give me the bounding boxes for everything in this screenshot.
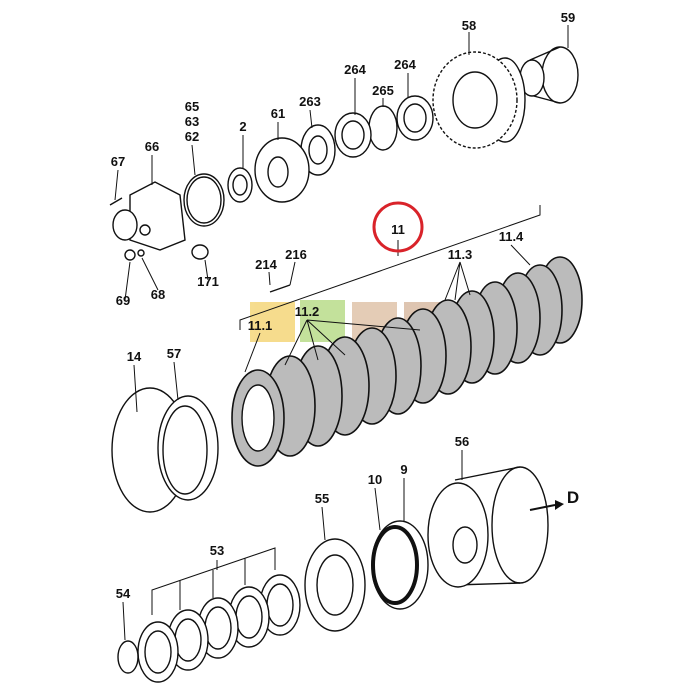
label-11-3: 11.3 — [448, 247, 473, 262]
label-265: 265 — [372, 83, 394, 98]
label-2: 2 — [239, 119, 246, 134]
label-216: 216 — [285, 247, 307, 262]
part-57-plate — [157, 395, 219, 501]
label-10: 10 — [368, 472, 382, 487]
highlight-circle — [372, 201, 424, 253]
leader-lines — [114, 25, 569, 641]
label-264a: 264 — [344, 62, 366, 77]
part-171-fitting — [191, 244, 209, 260]
part-53-plates — [137, 574, 301, 683]
clutch-discs — [231, 256, 583, 467]
label-direction-d: D — [567, 488, 579, 507]
part-67-pin — [109, 197, 123, 206]
part-55-piston — [304, 538, 366, 632]
label-11-2: 11.2 — [295, 304, 320, 319]
group-bracket-53 — [151, 547, 276, 615]
label-9: 9 — [400, 462, 407, 477]
direction-arrow — [529, 504, 556, 511]
label-65: 65 — [185, 99, 199, 114]
part-59-bushing — [519, 46, 579, 104]
label-55: 55 — [315, 491, 329, 506]
label-53: 53 — [210, 543, 224, 558]
label-11-1: 11.1 — [248, 318, 273, 333]
label-63: 63 — [185, 114, 199, 129]
label-14: 14 — [127, 349, 142, 364]
label-171: 171 — [197, 274, 219, 289]
part-264-needle-bearing-b — [396, 95, 434, 141]
callout-labels: 58 59 264 265 264 263 61 2 65 63 62 66 6… — [111, 10, 579, 601]
label-62: 62 — [185, 129, 199, 144]
part-2-seal — [227, 167, 253, 203]
label-11-4: 11.4 — [499, 229, 524, 244]
label-59: 59 — [561, 10, 575, 25]
upper-assembly — [109, 46, 579, 293]
part-61-pump — [254, 137, 310, 203]
label-68: 68 — [151, 287, 165, 302]
label-56: 56 — [455, 434, 469, 449]
label-66: 66 — [145, 139, 159, 154]
label-264b: 264 — [394, 57, 416, 72]
part-265-ring — [368, 105, 398, 151]
label-61: 61 — [271, 106, 285, 121]
label-214: 214 — [255, 257, 277, 272]
part-264-needle-bearing-a — [334, 112, 372, 158]
group-bracket-11 — [239, 205, 541, 330]
part-66-housing — [112, 181, 186, 251]
part-62-o-ring — [183, 173, 225, 227]
clutch-pack-11 — [231, 205, 583, 467]
part-54-snap-ring — [117, 640, 139, 674]
part-216-pin — [269, 284, 291, 293]
label-11: 11 — [391, 222, 405, 237]
part-69-plug — [124, 249, 136, 261]
label-263: 263 — [299, 94, 321, 109]
part-56-drum — [427, 466, 549, 588]
part-58-gear — [432, 51, 526, 149]
label-58: 58 — [462, 18, 476, 33]
part-68-washer — [137, 249, 145, 257]
part-10-ring — [371, 525, 419, 605]
label-69: 69 — [116, 293, 130, 308]
label-54: 54 — [116, 586, 131, 601]
label-67: 67 — [111, 154, 125, 169]
label-57: 57 — [167, 346, 181, 361]
